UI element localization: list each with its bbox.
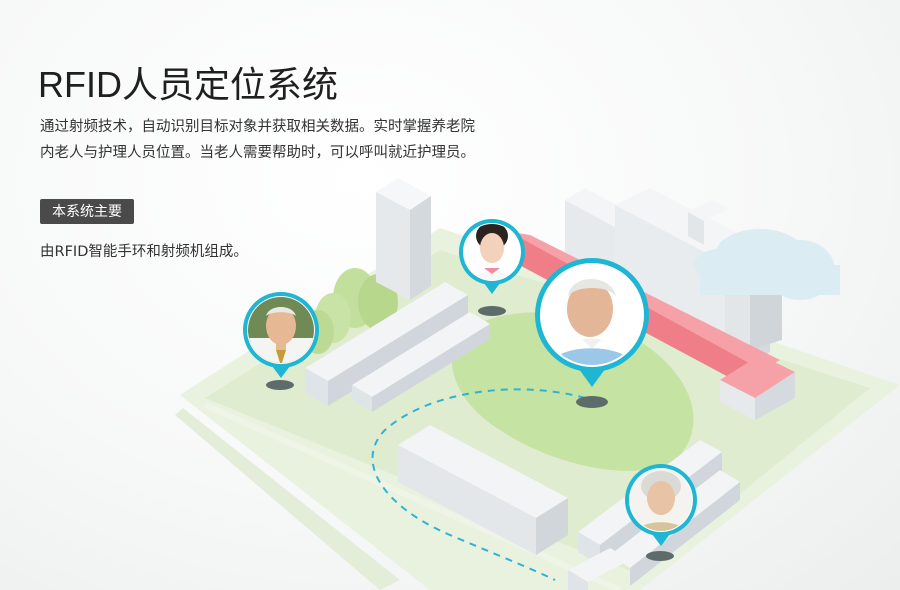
elderly-man-avatar-icon <box>542 265 642 365</box>
trees <box>302 268 398 354</box>
page-title: RFID人员定位系统 <box>38 64 338 105</box>
buildings-left <box>305 282 490 412</box>
location-marker-elderly-man-left[interactable] <box>241 290 321 378</box>
intro-line-2: 内老人与护理人员位置。当老人需要帮助时，可以呼叫就近护理员。 <box>40 145 475 161</box>
marker-shadow <box>478 306 506 316</box>
marker-shadow <box>576 396 608 408</box>
location-marker-nurse-top[interactable] <box>459 219 525 294</box>
location-marker-elderly-woman-bottom[interactable] <box>625 464 697 546</box>
feature-tag: 本系统主要 <box>40 199 134 224</box>
cloud <box>694 229 840 300</box>
tower-left <box>376 178 431 300</box>
composition-text: 由RFID智能手环和射频机组成。 <box>40 244 248 260</box>
elderly-man-avatar-icon <box>248 297 314 363</box>
dashed-route <box>371 388 586 581</box>
intro-text: 通过射频技术，自动识别目标对象并获取相关数据。实时掌握养老院 内老人与护理人员位… <box>40 114 560 166</box>
intro-line-1: 通过射频技术，自动识别目标对象并获取相关数据。实时掌握养老院 <box>40 119 475 135</box>
elderly-woman-avatar-icon <box>630 469 692 531</box>
marker-shadow <box>266 380 294 390</box>
marker-shadow <box>646 551 674 561</box>
building-front <box>398 425 568 555</box>
nurse-avatar-icon <box>464 224 520 280</box>
location-marker-elderly-man-center[interactable] <box>535 258 649 387</box>
